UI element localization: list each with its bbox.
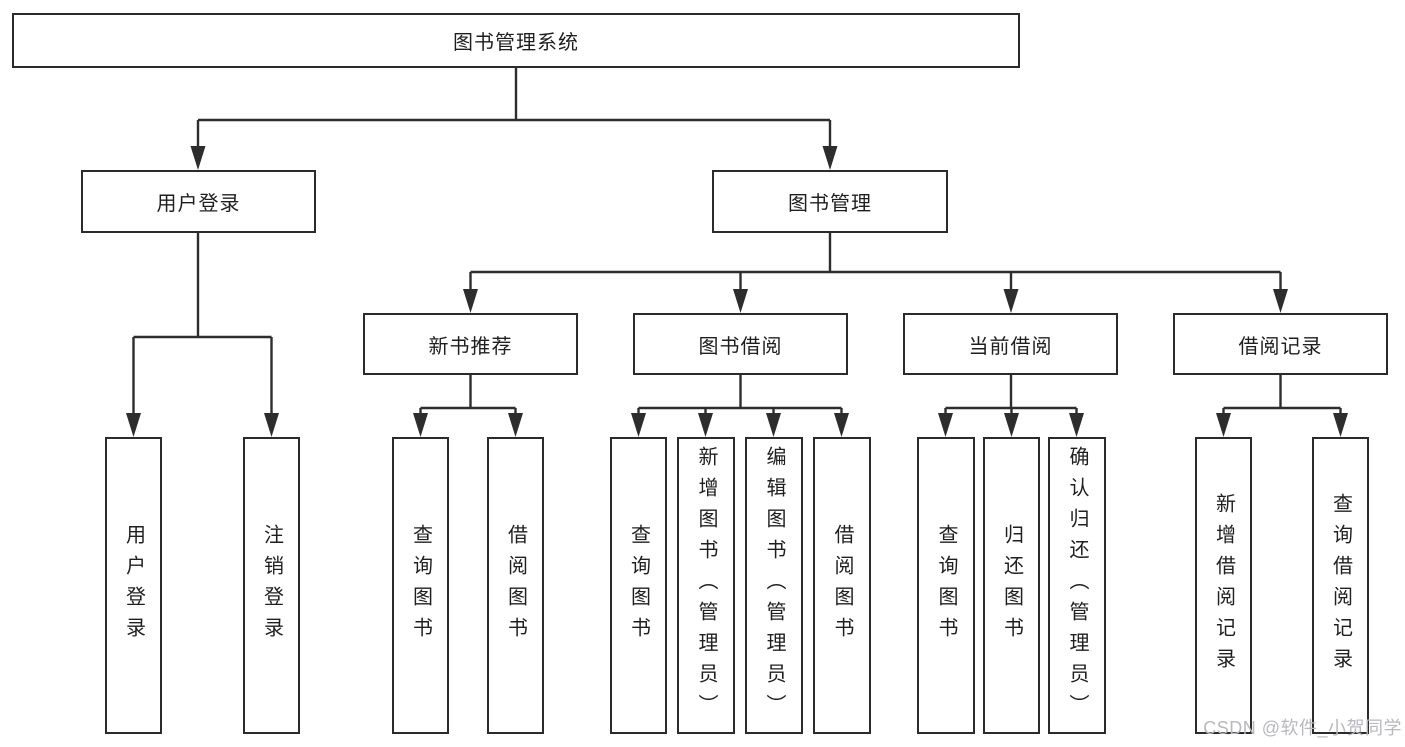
node-label: 新增借阅记录 bbox=[1212, 492, 1235, 679]
node-book-management-system: 图书管理系统 bbox=[12, 13, 1020, 68]
leaf-query-books-3: 查询图书 bbox=[917, 437, 975, 734]
node-label: 图书借阅 bbox=[698, 335, 783, 358]
node-label: 用户登录 bbox=[122, 523, 145, 648]
leaf-user-login: 用户登录 bbox=[105, 437, 162, 734]
node-label: 用户登录 bbox=[156, 193, 241, 215]
node-label: 新书推荐 bbox=[428, 335, 513, 358]
node-book-management: 图书管理 bbox=[712, 170, 948, 233]
leaf-query-borrow-record: 查询借阅记录 bbox=[1312, 437, 1369, 734]
node-new-book-recommend: 新书推荐 bbox=[363, 313, 578, 375]
node-label: 借阅图书 bbox=[831, 523, 853, 648]
node-label: 借阅图书 bbox=[504, 523, 527, 648]
leaf-edit-book-admin: 编辑图书（管理员） bbox=[745, 437, 803, 734]
node-label: 查询图书 bbox=[935, 523, 957, 648]
node-label: 图书管理系统 bbox=[453, 32, 579, 54]
node-label: 注销登录 bbox=[260, 523, 283, 648]
leaf-add-book-admin: 新增图书（管理员） bbox=[677, 437, 735, 734]
node-label: 查询图书 bbox=[627, 523, 650, 648]
leaf-logout: 注销登录 bbox=[243, 437, 300, 734]
leaf-query-books-2: 查询图书 bbox=[610, 437, 667, 734]
node-label: 编辑图书（管理员） bbox=[763, 446, 785, 725]
leaf-borrow-books-1: 借阅图书 bbox=[487, 437, 544, 734]
node-label: 新增图书（管理员） bbox=[695, 446, 717, 725]
node-borrowing-records: 借阅记录 bbox=[1173, 313, 1388, 375]
leaf-return-books: 归还图书 bbox=[983, 437, 1040, 734]
csdn-watermark: CSDN @软件_小贺同学 bbox=[1203, 718, 1402, 738]
leaf-add-borrow-record: 新增借阅记录 bbox=[1195, 437, 1252, 734]
node-label: 查询借阅记录 bbox=[1329, 492, 1352, 679]
node-book-borrowing: 图书借阅 bbox=[633, 313, 848, 375]
node-label: 当前借阅 bbox=[968, 335, 1053, 358]
node-current-borrowing: 当前借阅 bbox=[903, 313, 1118, 375]
leaf-query-books-1: 查询图书 bbox=[392, 437, 449, 734]
leaf-borrow-books-2: 借阅图书 bbox=[813, 437, 871, 734]
leaf-confirm-return-admin: 确认归还（管理员） bbox=[1048, 437, 1106, 734]
node-label: 借阅记录 bbox=[1238, 335, 1323, 358]
node-label: 图书管理 bbox=[788, 193, 872, 215]
node-user-login: 用户登录 bbox=[81, 170, 316, 233]
node-label: 确认归还（管理员） bbox=[1066, 446, 1088, 725]
node-label: 查询图书 bbox=[409, 523, 432, 648]
node-label: 归还图书 bbox=[1000, 523, 1023, 648]
